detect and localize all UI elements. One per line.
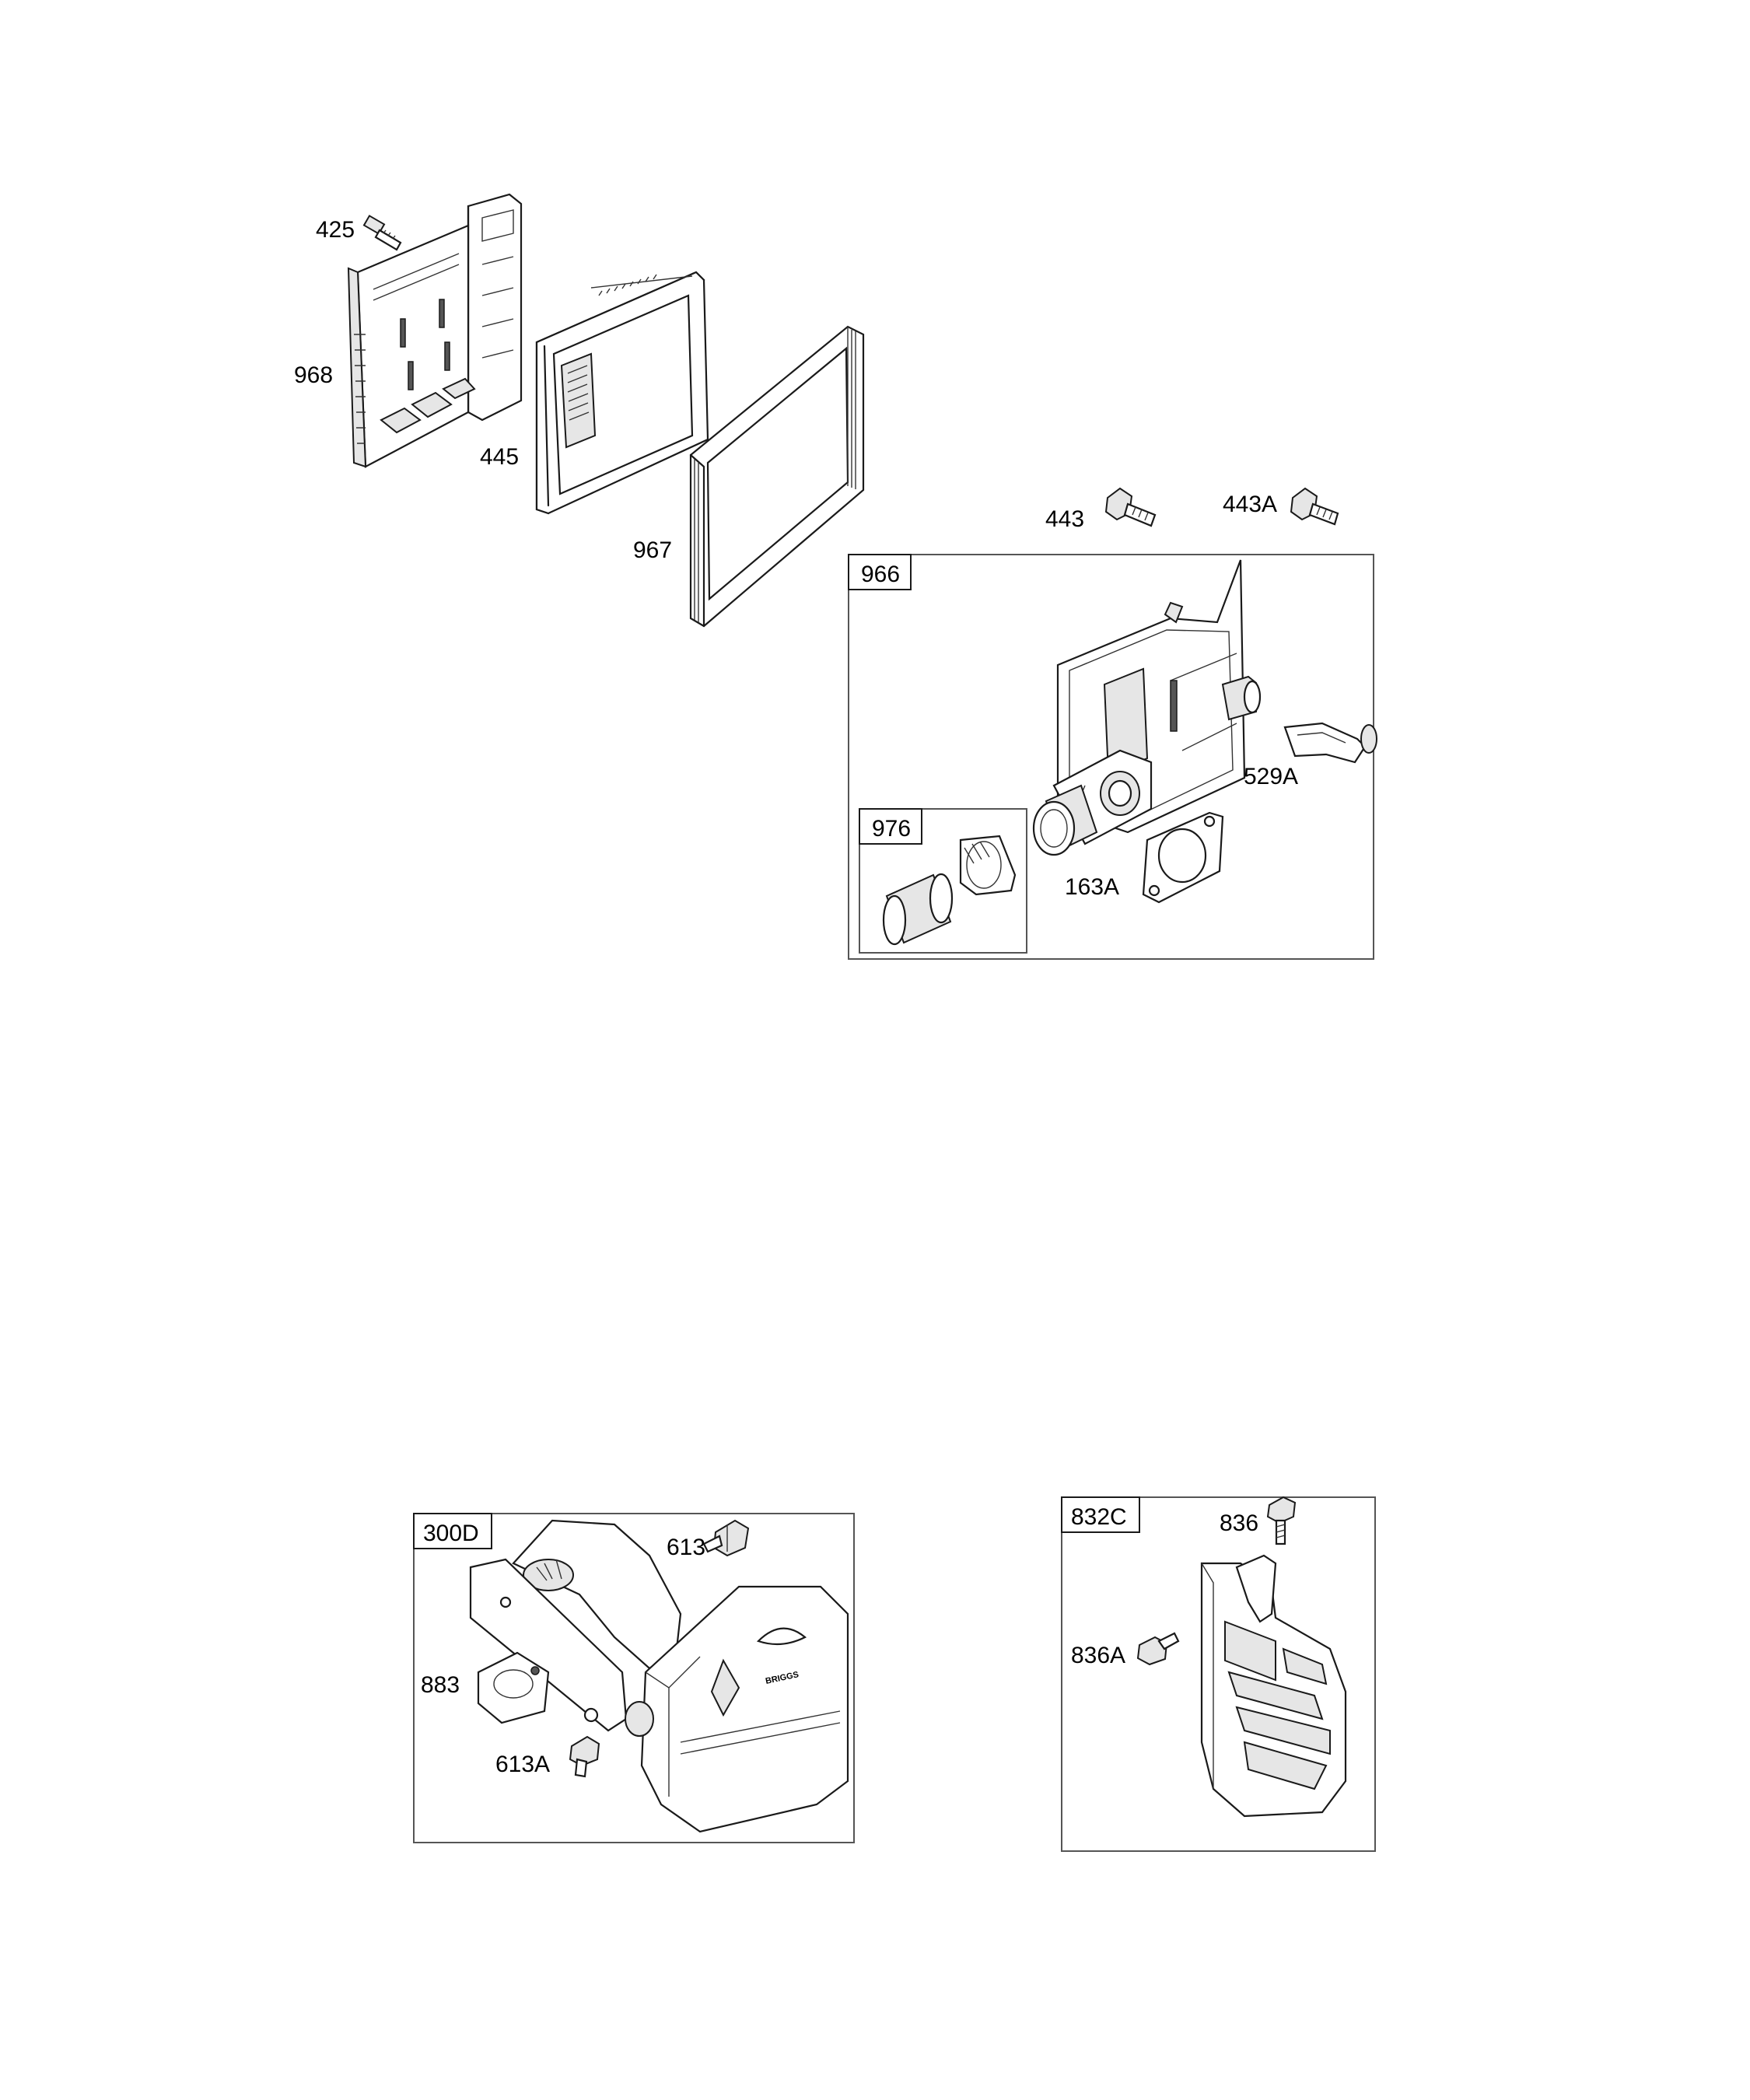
- label-443: 443: [1045, 506, 1084, 532]
- group-box-832c: [1061, 1496, 1376, 1852]
- label-163a: 163A: [1065, 874, 1119, 900]
- group-box-976: [859, 808, 1027, 954]
- part-163a-gasket: [1142, 811, 1224, 904]
- part-968-air-cleaner-housing: [347, 193, 523, 468]
- part-976-filter-kit: [882, 835, 1017, 946]
- label-832c: 832C: [1071, 1504, 1127, 1530]
- part-883-gasket: [477, 1651, 550, 1724]
- label-836a: 836A: [1071, 1643, 1125, 1668]
- label-425: 425: [316, 217, 355, 243]
- label-300d: 300D: [423, 1521, 479, 1546]
- part-300d-muffler: BRIGGS: [469, 1519, 849, 1833]
- tag-966: 966: [848, 554, 912, 590]
- label-529a: 529A: [1244, 764, 1298, 789]
- part-836a-bolt: [1136, 1632, 1180, 1666]
- label-976: 976: [872, 816, 911, 842]
- label-967: 967: [633, 537, 672, 563]
- part-832c-heat-shield: [1200, 1554, 1347, 1818]
- part-967-filter-element: [689, 325, 865, 628]
- part-613-bolt: [702, 1519, 750, 1557]
- label-836: 836: [1220, 1510, 1258, 1536]
- part-529a-breather-tube: [1283, 722, 1377, 764]
- tag-300d: 300D: [413, 1513, 492, 1549]
- part-443-bolt: [1104, 487, 1157, 527]
- group-box-300d: [413, 1513, 855, 1843]
- part-613a-bolt: [569, 1735, 600, 1778]
- group-box-966: [848, 554, 1374, 960]
- part-836-bolt: [1266, 1496, 1297, 1545]
- part-443a-bolt: [1290, 487, 1339, 526]
- tag-832c: 832C: [1061, 1496, 1140, 1533]
- label-883: 883: [421, 1672, 460, 1698]
- tag-976: 976: [859, 808, 922, 845]
- label-966: 966: [861, 562, 900, 587]
- label-968: 968: [294, 362, 333, 388]
- part-445-filter: [535, 271, 709, 515]
- label-443a: 443A: [1223, 492, 1277, 517]
- part-425-screw: [362, 215, 402, 251]
- label-613a: 613A: [495, 1752, 550, 1777]
- part-966-intake-tube: [1032, 784, 1098, 856]
- label-445: 445: [480, 444, 519, 470]
- label-613: 613: [667, 1535, 705, 1560]
